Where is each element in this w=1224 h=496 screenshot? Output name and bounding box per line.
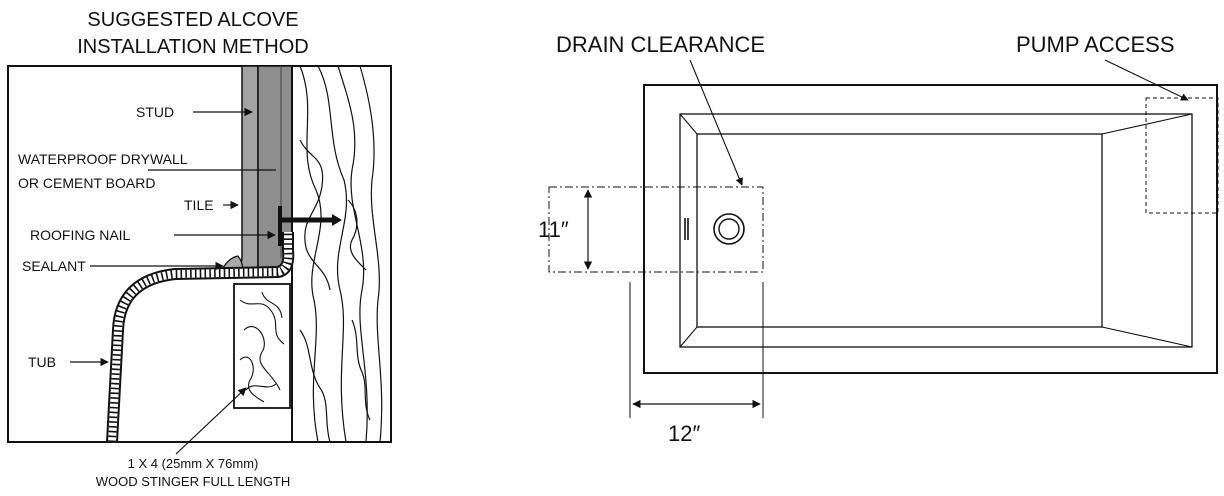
- pump-access-zone: [1145, 97, 1219, 214]
- label-pump-access: PUMP ACCESS: [1016, 32, 1175, 57]
- tub-basin-floor: [696, 133, 1103, 328]
- label-roofing-nail: ROOFING NAIL: [30, 227, 131, 243]
- stinger-caption-line2: WOOD STINGER FULL LENGTH: [96, 474, 291, 489]
- wood-grain: [299, 66, 383, 442]
- panel-title-line1: SUGGESTED ALCOVE: [87, 9, 298, 31]
- tub-basin-outer: [679, 113, 1193, 348]
- label-drain-clearance: DRAIN CLEARANCE: [556, 32, 765, 57]
- label-tile: TILE: [184, 197, 214, 213]
- tub-outer-rim: [643, 84, 1218, 374]
- stinger-caption-line1: 1 X 4 (25mm X 76mm): [128, 456, 259, 471]
- label-stud: STUD: [136, 104, 174, 120]
- wood-stinger: [233, 283, 291, 409]
- dim-horizontal-value: 12″: [668, 421, 700, 446]
- drain-inner-ring: [718, 218, 740, 240]
- alcove-installation-panel: SUGGESTED ALCOVE INSTALLATION METHOD: [7, 9, 392, 489]
- dim-vertical-value: 11″: [538, 217, 569, 242]
- tub-plan-panel: DRAIN CLEARANCE PUMP ACCESS 11″ 12″: [538, 32, 1219, 446]
- drain-clearance-zone: [548, 186, 764, 273]
- label-sealant: SEALANT: [22, 258, 86, 274]
- section-frame: [7, 65, 392, 443]
- label-drywall-line2: OR CEMENT BOARD: [18, 175, 155, 191]
- drain-outer-ring: [713, 213, 745, 245]
- tub-wall: [106, 232, 295, 443]
- label-drywall-line1: WATERPROOF DRYWALL: [18, 151, 188, 167]
- label-tub: TUB: [28, 354, 56, 370]
- panel-title-line2: INSTALLATION METHOD: [77, 36, 309, 58]
